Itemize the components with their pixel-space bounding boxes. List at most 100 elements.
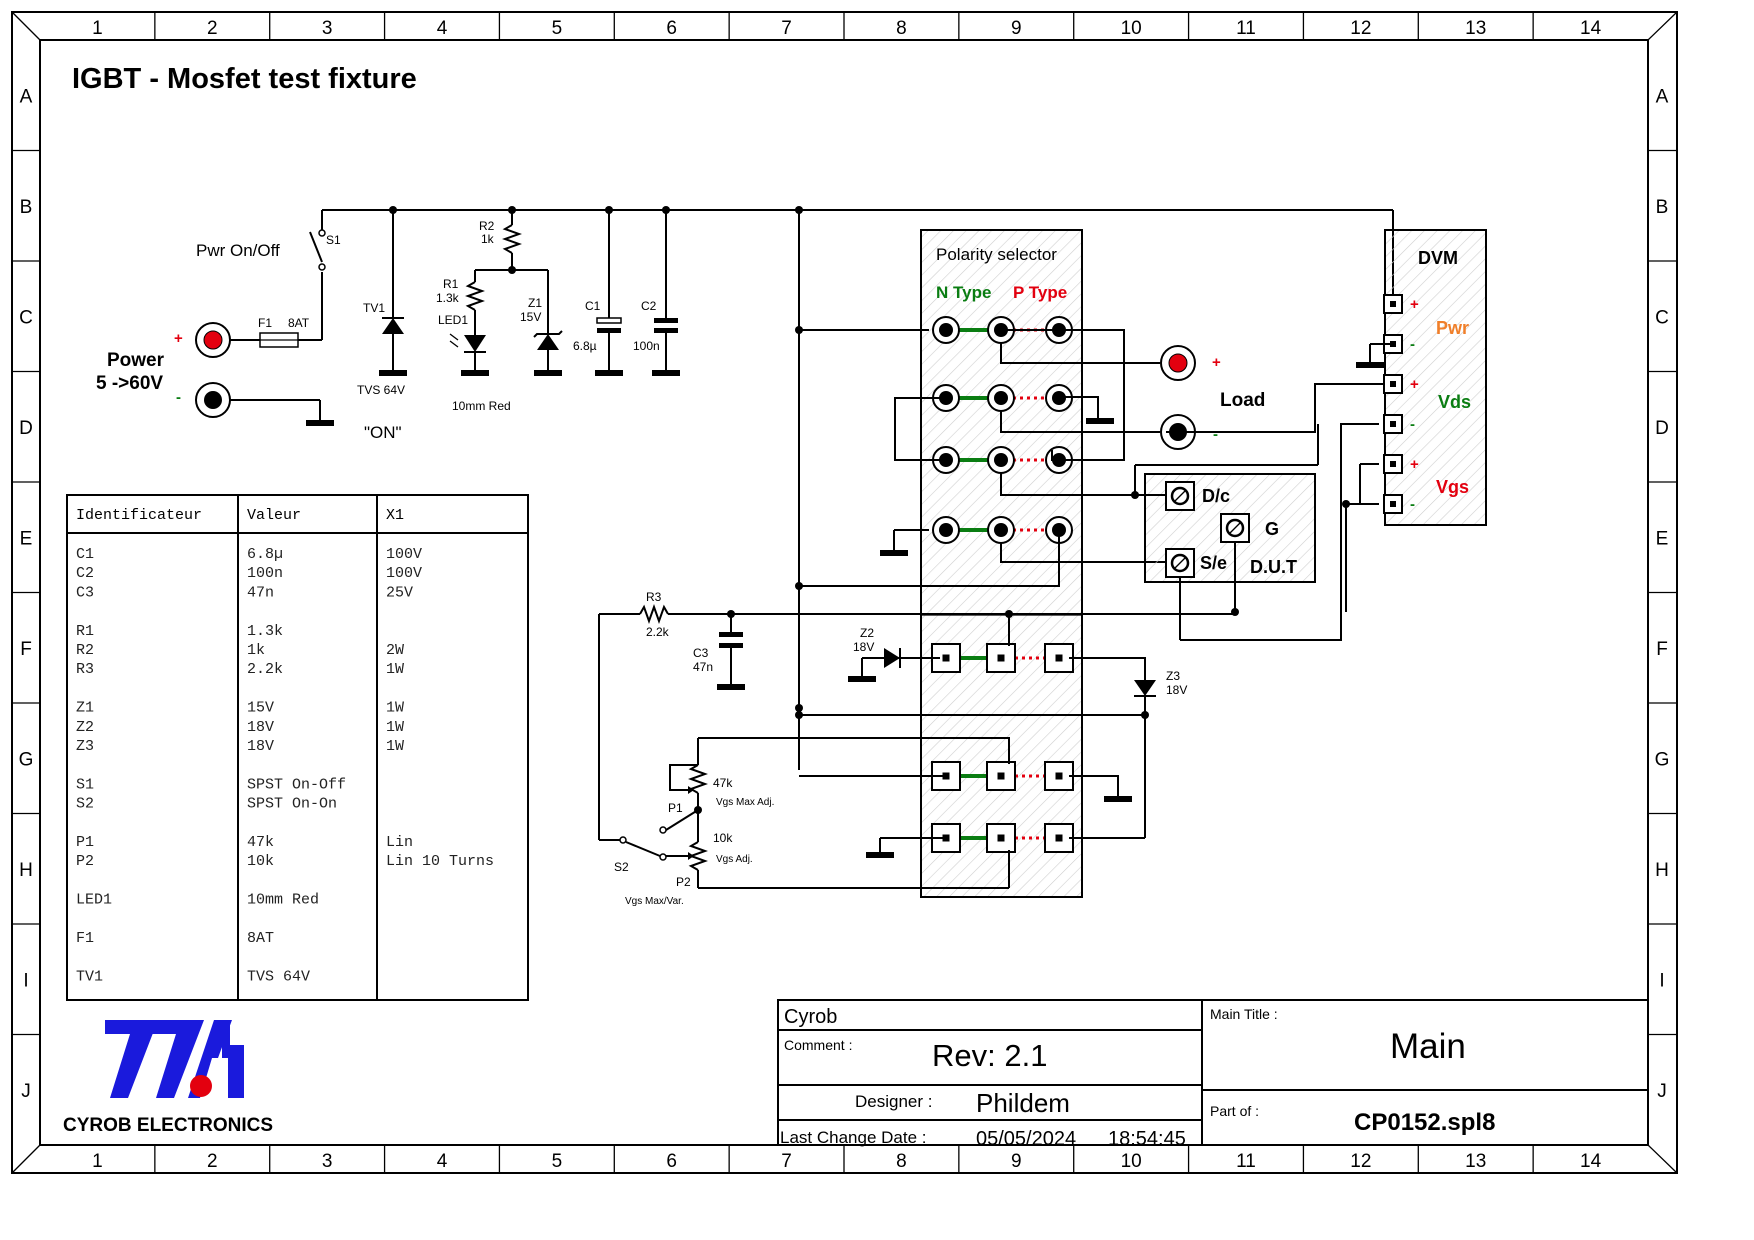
bom-cell: TV1 bbox=[76, 968, 103, 985]
grid-col-label: 9 bbox=[1011, 18, 1022, 39]
grid-row-label: E bbox=[1656, 528, 1669, 549]
bom-cell: Z1 bbox=[76, 700, 94, 717]
grid-row-label: A bbox=[1656, 86, 1669, 107]
bom-cell: LED1 bbox=[76, 892, 112, 909]
bom-cell: 100n bbox=[247, 565, 283, 582]
grid-col-label: 11 bbox=[1236, 1151, 1256, 1172]
grid-col-label: 13 bbox=[1465, 18, 1486, 39]
power-minus-sign: - bbox=[176, 389, 181, 406]
power-range-label: 5 ->60V bbox=[96, 373, 163, 394]
grid-row-label: C bbox=[1655, 307, 1669, 328]
bom-cell: SPST On-Off bbox=[247, 776, 346, 793]
dvm-vgs-label: Vgs bbox=[1436, 477, 1469, 497]
power-minus-jack bbox=[195, 382, 231, 418]
grid-col-label: 5 bbox=[552, 1151, 563, 1172]
selector-row-2 bbox=[932, 384, 1073, 412]
dvm-terminal-sign: - bbox=[1410, 416, 1415, 433]
power-plus-sign: + bbox=[174, 330, 183, 347]
bom-cell: 2.2k bbox=[247, 661, 283, 678]
grid-row-label: G bbox=[1655, 749, 1670, 770]
resistor-r2: R2 1k bbox=[479, 210, 522, 274]
led1-ref: LED1 bbox=[438, 313, 468, 327]
bom-cell: Z3 bbox=[76, 738, 94, 755]
bom-cell: 10k bbox=[247, 853, 274, 870]
dut-label: D.U.T bbox=[1250, 557, 1297, 577]
n-type-label: N Type bbox=[936, 283, 991, 302]
p1-value: 47k bbox=[713, 776, 733, 790]
grid-col-label: 4 bbox=[437, 1151, 448, 1172]
bom-cell: 10mm Red bbox=[247, 892, 319, 909]
selector-wiring bbox=[799, 329, 1166, 587]
bom-cell: C2 bbox=[76, 565, 94, 582]
selector-row-6 bbox=[931, 761, 1074, 791]
z3-ref: Z3 bbox=[1166, 669, 1180, 683]
bom-cell: R1 bbox=[76, 623, 94, 640]
grid-col-label: 3 bbox=[322, 18, 333, 39]
grid-col-label: 12 bbox=[1350, 1151, 1371, 1172]
dvm-pwr-label: Pwr bbox=[1436, 318, 1469, 338]
tb-time: 18:54:45 bbox=[1108, 1128, 1186, 1150]
grid-col-label: 11 bbox=[1236, 18, 1256, 39]
grid-col-label: 10 bbox=[1121, 18, 1142, 39]
load-minus: - bbox=[1213, 426, 1218, 443]
dut-socket: D/c G S/e D.U.T bbox=[1144, 473, 1316, 583]
bom-cell: Lin bbox=[386, 834, 413, 851]
bom-cell: F1 bbox=[76, 930, 94, 947]
tb-date-label: Last Change Date : bbox=[780, 1128, 926, 1147]
tvs-diode-tv1: TV1 TVS 64V bbox=[357, 210, 407, 397]
bom-cell: 18V bbox=[247, 719, 274, 736]
grid-col-label: 10 bbox=[1121, 1151, 1142, 1172]
grid-row-label: J bbox=[21, 1081, 31, 1102]
bom-cell: S2 bbox=[76, 796, 94, 813]
r2-value: 1k bbox=[481, 232, 495, 246]
grid-col-label: 8 bbox=[896, 18, 907, 39]
z1-ref: Z1 bbox=[528, 296, 542, 310]
power-input-section: Power 5 ->60V + - F1 8AT S1 Pwr On/Off "… bbox=[96, 210, 402, 442]
bom-table bbox=[66, 494, 529, 1001]
bom-cell: C3 bbox=[76, 584, 94, 601]
load-connector: + - Load bbox=[1160, 345, 1265, 450]
bom-cell: 6.8µ bbox=[247, 546, 283, 563]
r3-ref: R3 bbox=[646, 590, 662, 604]
dvm-terminal-sign: - bbox=[1410, 336, 1415, 353]
fuse-value: 8AT bbox=[288, 316, 310, 330]
grid-col-label: 8 bbox=[896, 1151, 907, 1172]
grid-row-label: B bbox=[20, 197, 33, 218]
p2-ref: P2 bbox=[676, 875, 691, 889]
dut-gate-label: G bbox=[1265, 519, 1279, 539]
bom-cell: 1W bbox=[386, 738, 404, 755]
grid-row-label: E bbox=[20, 528, 33, 549]
tb-designer-label: Designer : bbox=[855, 1092, 932, 1111]
dvm-terminals: +-+-+- bbox=[1166, 294, 1419, 514]
capacitor-c1: C1 6.8µ bbox=[573, 210, 623, 376]
gate-drive-section: R3 2.2k C3 47n Z2 18V Z3 18V bbox=[598, 590, 1235, 907]
on-label: "ON" bbox=[364, 423, 402, 442]
title-block: Cyrob Comment : Rev: 2.1 Designer : Phil… bbox=[777, 999, 1649, 1150]
c3-ref: C3 bbox=[693, 646, 709, 660]
bom-cell: 1W bbox=[386, 661, 404, 678]
bom-cell: TVS 64V bbox=[247, 968, 310, 985]
switch-s1-ref: S1 bbox=[326, 233, 341, 247]
dvm-terminal-sign: + bbox=[1410, 376, 1419, 393]
bom-cell: 100V bbox=[386, 565, 422, 582]
dvm-terminal-sign: - bbox=[1410, 496, 1415, 513]
bom-cell: 25V bbox=[386, 584, 413, 601]
p2-value: 10k bbox=[713, 831, 733, 845]
bom-header: Identificateur bbox=[76, 507, 202, 524]
dvm-title: DVM bbox=[1418, 248, 1458, 268]
switch-s1 bbox=[309, 231, 323, 263]
p1-ref: P1 bbox=[668, 801, 683, 815]
grid-col-label: 14 bbox=[1580, 1151, 1602, 1172]
bom-cell: Lin 10 Turns bbox=[386, 853, 494, 870]
tb-comment-label: Comment : bbox=[784, 1037, 852, 1053]
grid-col-label: 2 bbox=[207, 1151, 218, 1172]
bom-cell: C1 bbox=[76, 546, 94, 563]
load-label: Load bbox=[1220, 390, 1265, 411]
r1-value: 1.3k bbox=[436, 291, 460, 305]
z2-value: 18V bbox=[853, 640, 874, 654]
